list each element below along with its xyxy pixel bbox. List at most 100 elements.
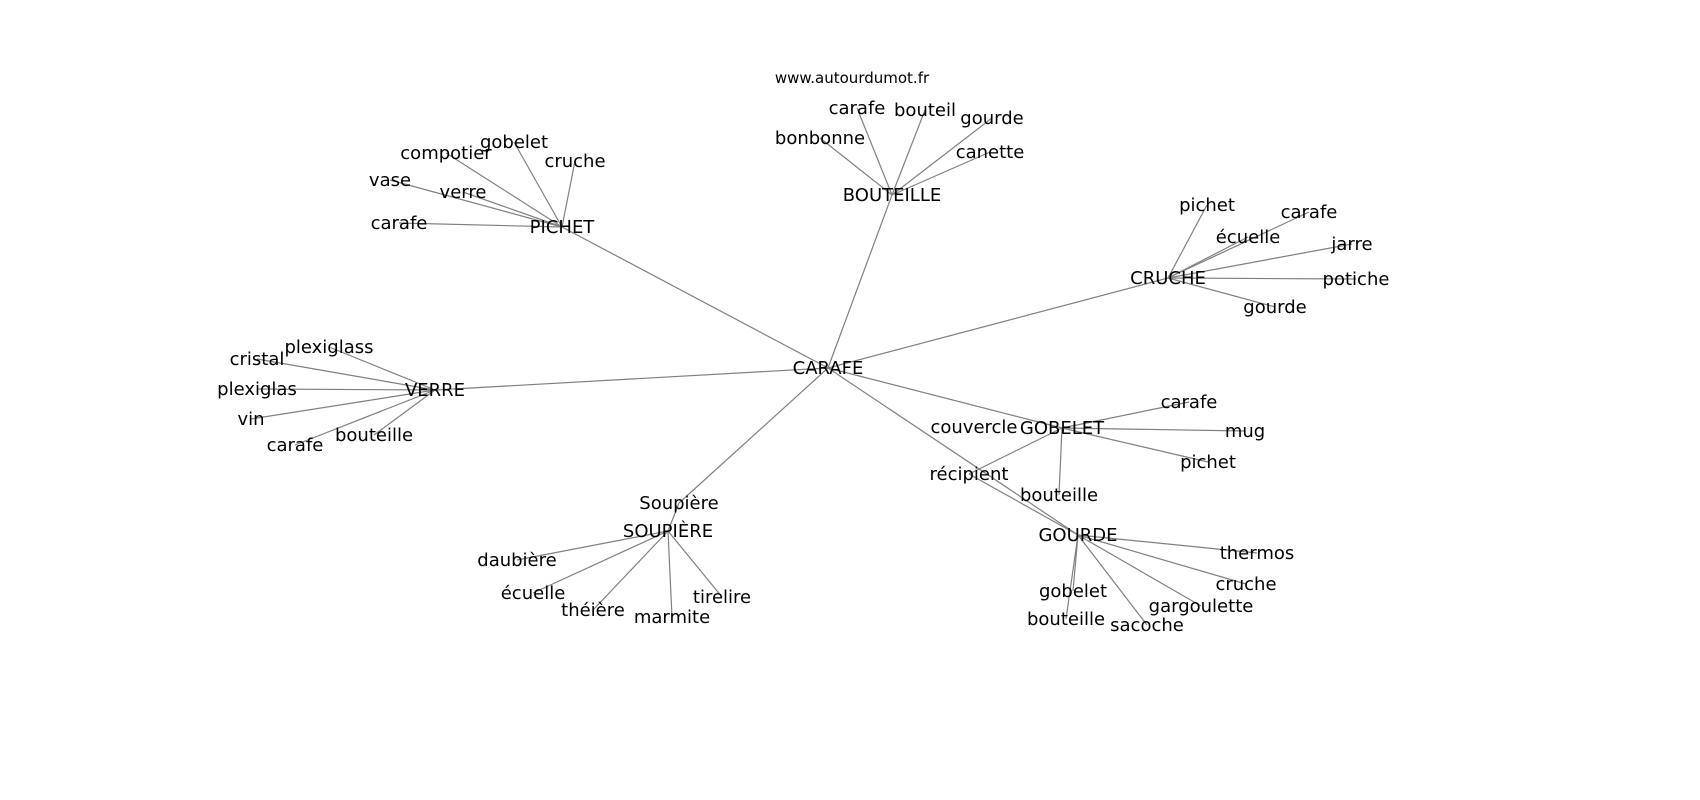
edge-verre-v_vin bbox=[250, 389, 436, 420]
node-carafe-gobelet[interactable]: carafe bbox=[1161, 392, 1218, 413]
node-soupiere-word[interactable]: Soupière bbox=[639, 493, 718, 514]
edge-cruche-c_carafe bbox=[1167, 211, 1310, 279]
node-bonbonne[interactable]: bonbonne bbox=[775, 128, 865, 149]
edge-gobelet-g_mug bbox=[1061, 427, 1246, 432]
node-gobelet-gourde[interactable]: gobelet bbox=[1039, 581, 1107, 602]
edge-bouteille-b_gourde bbox=[891, 117, 993, 196]
node-pichet-gobelet[interactable]: pichet bbox=[1180, 452, 1236, 473]
node-carafe-cruche[interactable]: carafe bbox=[1281, 202, 1338, 223]
edge-gobelet-g_pichet bbox=[1061, 427, 1209, 463]
edge-carafe_root-gobelet bbox=[827, 367, 1063, 429]
node-labels: www.autourdumot.fr CARAFE PICHET BOUTEIL… bbox=[217, 69, 1389, 636]
node-cruche-gourde[interactable]: cruche bbox=[1215, 574, 1276, 595]
node-gobelet[interactable]: GOBELET bbox=[1020, 418, 1105, 439]
edge-carafe_root-verre bbox=[434, 367, 829, 391]
edge-bouteille-b_carafe bbox=[856, 107, 893, 196]
node-ecuelle-cruche[interactable]: écuelle bbox=[1216, 227, 1281, 248]
edge-gobelet-g_bouteille bbox=[1058, 427, 1063, 496]
edge-soupiere_up-s_daubiere bbox=[516, 530, 669, 561]
node-cruche-pichet[interactable]: cruche bbox=[544, 151, 605, 172]
node-mug[interactable]: mug bbox=[1225, 421, 1265, 442]
edge-cruche-c_ecuelle bbox=[1167, 236, 1249, 279]
edge-soupiere_up-s_theiere bbox=[592, 530, 669, 611]
node-carafe-verre[interactable]: carafe bbox=[267, 435, 324, 456]
edge-gourde-gd_gargoulette bbox=[1077, 534, 1202, 607]
edge-soupiere_up-s_marmite bbox=[667, 530, 673, 618]
node-canette[interactable]: canette bbox=[956, 142, 1025, 163]
node-daubiere[interactable]: daubière bbox=[477, 550, 556, 571]
node-pichet-cruche[interactable]: pichet bbox=[1179, 195, 1235, 216]
edge-soupiere_up-s_ecuelle bbox=[532, 530, 669, 594]
edge-pichet-p_verre bbox=[462, 191, 563, 228]
node-plexiglass[interactable]: plexiglass bbox=[284, 337, 373, 358]
edge-gourde-gd_cruche bbox=[1077, 534, 1247, 585]
node-cruche[interactable]: CRUCHE bbox=[1130, 268, 1206, 289]
edge-cruche-c_pichet bbox=[1167, 204, 1208, 279]
node-vase[interactable]: vase bbox=[369, 170, 411, 191]
node-jarre[interactable]: jarre bbox=[1330, 234, 1372, 255]
edge-cruche-c_potiche bbox=[1167, 277, 1357, 280]
node-gourde[interactable]: GOURDE bbox=[1038, 525, 1117, 546]
node-carafe-pichet[interactable]: carafe bbox=[371, 213, 428, 234]
node-bouteil[interactable]: bouteil bbox=[894, 100, 956, 121]
node-vin[interactable]: vin bbox=[237, 409, 264, 430]
node-recipient[interactable]: récipient bbox=[930, 464, 1009, 485]
node-sacoche[interactable]: sacoche bbox=[1110, 615, 1184, 636]
node-theiere[interactable]: théière bbox=[561, 600, 625, 621]
edge-pichet-p_gobelet bbox=[513, 141, 563, 228]
edge-soupiere_word-soupiere_up bbox=[667, 502, 680, 532]
node-cristal[interactable]: cristal bbox=[230, 349, 285, 370]
node-bouteille[interactable]: BOUTEILLE bbox=[843, 185, 941, 206]
edge-verre-v_bouteille bbox=[373, 389, 436, 436]
edge-verre-v_carafe bbox=[294, 389, 436, 446]
edge-gourde-gd_sacoche bbox=[1077, 534, 1148, 626]
node-thermos[interactable]: thermos bbox=[1220, 543, 1295, 564]
node-carafe-center[interactable]: CARAFE bbox=[793, 358, 864, 379]
node-gargoulette[interactable]: gargoulette bbox=[1149, 596, 1254, 617]
edge-gourde-gd_thermos bbox=[1077, 534, 1258, 554]
source-label: www.autourdumot.fr bbox=[775, 69, 930, 87]
edge-cruche-c_gourde bbox=[1167, 277, 1276, 308]
edges bbox=[250, 107, 1357, 626]
edge-gourde-recipient bbox=[968, 473, 1079, 536]
edge-pichet-p_vase bbox=[389, 179, 563, 228]
edge-carafe_root-pichet bbox=[561, 226, 829, 369]
edge-soupiere_up-s_tirelire bbox=[667, 530, 723, 598]
edge-bouteille-b_bouteil bbox=[891, 109, 926, 196]
node-marmite[interactable]: marmite bbox=[634, 607, 710, 628]
node-verre[interactable]: VERRE bbox=[405, 380, 465, 401]
edge-cruche-c_jarre bbox=[1167, 243, 1353, 279]
edge-verre-v_plexiglass bbox=[328, 346, 436, 391]
node-verre-pichet[interactable]: verre bbox=[440, 182, 487, 203]
edge-verre-v_cristal bbox=[256, 358, 436, 391]
edge-pichet-p_carafe bbox=[398, 222, 563, 228]
node-gourde-cruche[interactable]: gourde bbox=[1243, 297, 1306, 318]
node-couvercle[interactable]: couvercle bbox=[930, 417, 1017, 438]
node-gobelet-pichet[interactable]: gobelet bbox=[480, 132, 548, 153]
node-carafe-bouteille[interactable]: carafe bbox=[829, 98, 886, 119]
edge-gobelet-g_carafe bbox=[1061, 401, 1190, 429]
edge-bouteille-b_bonbonne bbox=[819, 137, 893, 196]
edge-carafe_root-gourde bbox=[827, 367, 1079, 536]
node-tirelire[interactable]: tirelire bbox=[693, 587, 751, 608]
edge-bouteille-b_canette bbox=[891, 151, 991, 196]
edge-carafe_root-bouteille bbox=[827, 194, 893, 369]
node-pichet[interactable]: PICHET bbox=[530, 217, 596, 238]
node-bouteille-gobelet[interactable]: bouteille bbox=[1020, 485, 1098, 506]
node-gourde-bouteille[interactable]: gourde bbox=[960, 108, 1023, 129]
node-soupiere[interactable]: SOUPIÈRE bbox=[623, 520, 713, 542]
edge-gobelet-recipient bbox=[968, 427, 1063, 475]
edge-gourde-gd_bouteille bbox=[1065, 534, 1079, 620]
node-plexiglas[interactable]: plexiglas bbox=[217, 379, 297, 400]
node-ecuelle-soupiere[interactable]: écuelle bbox=[501, 583, 566, 604]
edge-pichet-p_cruche bbox=[561, 160, 576, 228]
edge-carafe_root-cruche bbox=[827, 277, 1169, 369]
edge-carafe_root-soupiere_word bbox=[678, 367, 829, 504]
edge-pichet-p_compotier bbox=[445, 152, 563, 228]
node-bouteille-gourde[interactable]: bouteille bbox=[1027, 609, 1105, 630]
node-compotier[interactable]: compotier bbox=[400, 143, 492, 164]
node-potiche[interactable]: potiche bbox=[1323, 269, 1390, 290]
node-bouteille-verre[interactable]: bouteille bbox=[335, 425, 413, 446]
edge-verre-v_plexiglas bbox=[256, 388, 436, 391]
